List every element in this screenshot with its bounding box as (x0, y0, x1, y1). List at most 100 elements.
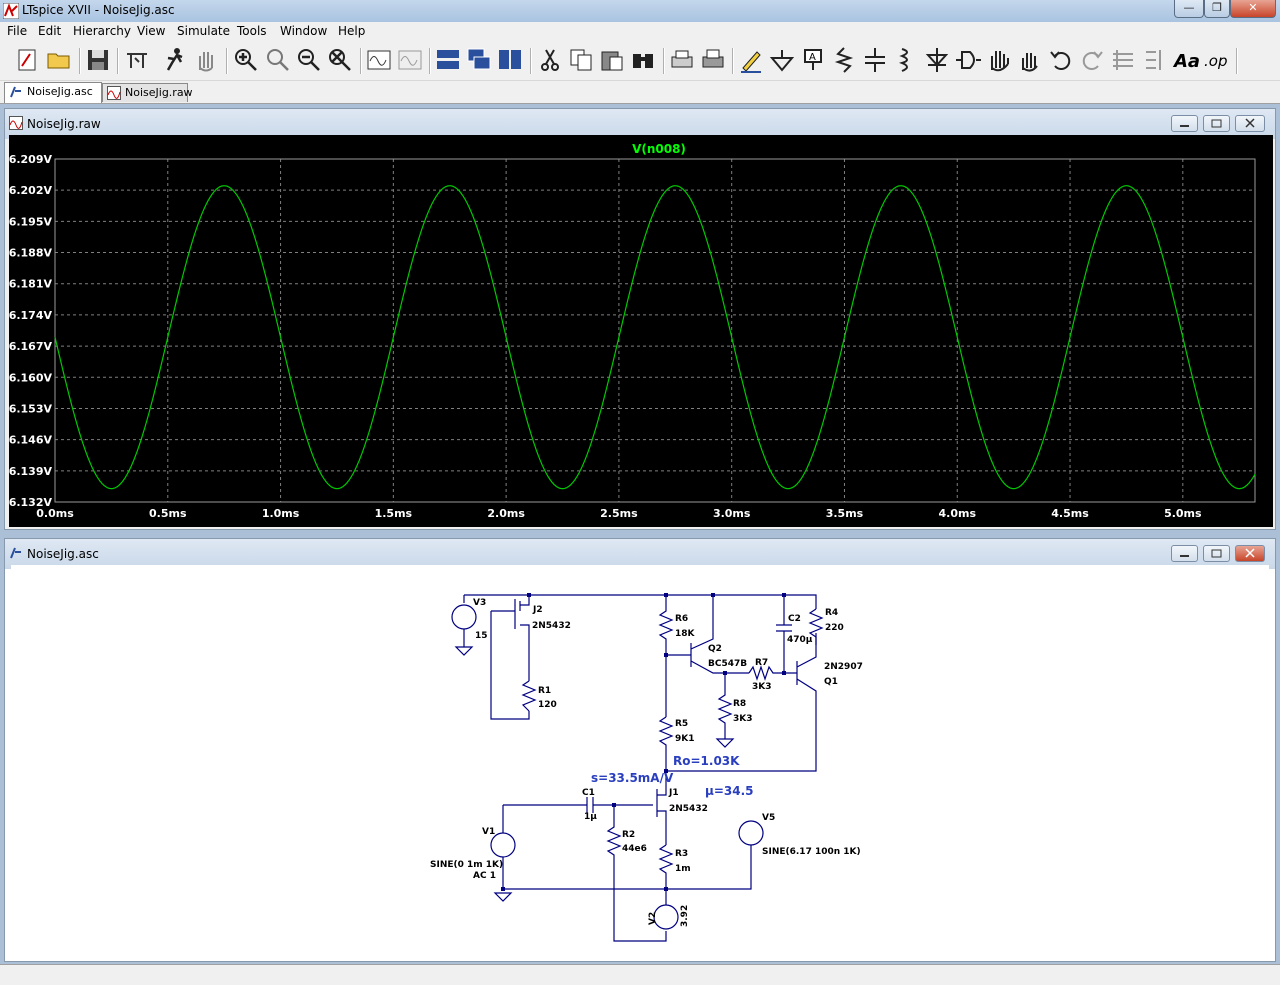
draw-wire-pencil-icon[interactable] (737, 46, 765, 74)
document-tab-bar: NoiseJig.asc NoiseJig.raw (0, 81, 1280, 104)
schematic-minimize-button[interactable] (1171, 545, 1198, 562)
waveform-plot[interactable]: V(n008) 6.209V6.202V6.195V6.188V6.181V6.… (9, 135, 1273, 527)
zoom-cancel-icon[interactable] (326, 46, 354, 74)
c1-capacitor[interactable] (586, 797, 594, 813)
ro-annotation[interactable]: Ro=1.03K (673, 754, 740, 768)
menu-view[interactable]: View (137, 24, 166, 38)
cut-icon[interactable] (536, 46, 564, 74)
j2-label: J2 (532, 605, 543, 615)
y-tick-label: 6.195V (9, 215, 52, 228)
j1-label: J1 (668, 788, 679, 798)
resistor-icon[interactable] (830, 46, 858, 74)
redo-icon[interactable] (1078, 46, 1106, 74)
r5-resistor[interactable] (658, 716, 674, 789)
r5-label: R5 (675, 719, 688, 729)
mu-annotation[interactable]: µ=34.5 (705, 784, 754, 798)
v5-source[interactable] (738, 820, 764, 846)
menu-window[interactable]: Window (280, 24, 328, 38)
v2-label: V2 (648, 912, 658, 925)
zoom-out-icon[interactable] (295, 46, 323, 74)
y-tick-label: 6.188V (9, 247, 52, 260)
zoom-full-icon[interactable] (264, 46, 292, 74)
menu-help[interactable]: Help (338, 24, 366, 38)
r8-value: 3K3 (733, 714, 753, 724)
trace-label-v-n008[interactable]: V(n008) (632, 142, 686, 156)
r6-label: R6 (675, 614, 688, 624)
schematic-window: NoiseJig.asc (4, 538, 1276, 962)
r6-resistor[interactable] (658, 595, 674, 717)
title-bar: LTspice XVII - NoiseJig.asc — ❐ ✕ (0, 0, 1280, 22)
save-icon[interactable] (84, 46, 112, 74)
tab-label: NoiseJig.raw (125, 86, 193, 99)
zoom-in-icon[interactable] (232, 46, 260, 74)
component-icon[interactable] (954, 46, 982, 74)
plot-settings-icon[interactable] (365, 46, 393, 74)
x-tick-label: 4.5ms (1051, 507, 1089, 520)
menu-tools[interactable]: Tools (237, 24, 267, 38)
c2-capacitor[interactable] (776, 595, 792, 673)
mirror-icon[interactable] (1140, 46, 1168, 74)
waveform-close-button[interactable] (1235, 115, 1265, 132)
print-icon[interactable] (699, 46, 727, 74)
r5-value: 9K1 (675, 734, 695, 744)
label-net-icon[interactable]: A (799, 46, 827, 74)
tile-vertical-icon[interactable] (496, 46, 524, 74)
s-annotation[interactable]: s=33.5mA/V (591, 771, 674, 785)
r8-resistor[interactable] (715, 673, 735, 748)
text-icon[interactable]: Aa (1171, 46, 1200, 74)
waveform-minimize-button[interactable] (1171, 115, 1198, 132)
copy-icon[interactable] (567, 46, 595, 74)
waveform-restore-button[interactable] (1203, 115, 1230, 132)
rotate-icon[interactable] (1109, 46, 1137, 74)
tab-label: NoiseJig.asc (27, 85, 93, 98)
inductor-icon[interactable] (892, 46, 920, 74)
y-tick-label: 6.139V (9, 465, 52, 478)
q1-label: Q1 (824, 677, 838, 687)
move-hand-icon[interactable] (985, 46, 1013, 74)
v3-label: V3 (473, 598, 486, 608)
v2-source[interactable] (653, 904, 679, 930)
open-folder-icon[interactable] (45, 46, 73, 74)
r1-resistor[interactable] (521, 680, 537, 712)
maximize-button[interactable]: ❐ (1204, 0, 1230, 18)
waveform-window-titlebar[interactable]: NoiseJig.raw (5, 109, 1275, 139)
find-binoculars-icon[interactable] (629, 46, 657, 74)
menu-simulate[interactable]: Simulate (177, 24, 231, 38)
capacitor-icon[interactable] (861, 46, 889, 74)
menu-file[interactable]: File (7, 24, 28, 38)
r1-label: R1 (538, 686, 551, 696)
drag-hand-icon[interactable] (1016, 46, 1044, 74)
svg-text:A: A (809, 52, 816, 63)
x-tick-label: 3.0ms (713, 507, 751, 520)
ltspice-app-icon[interactable] (3, 3, 19, 19)
r7-resistor[interactable] (748, 665, 797, 681)
control-panel-icon[interactable] (123, 46, 151, 74)
tab-noisejig-asc[interactable]: NoiseJig.asc (4, 82, 102, 103)
undo-icon[interactable] (1047, 46, 1075, 74)
paste-icon[interactable] (598, 46, 626, 74)
ground-icon[interactable] (768, 46, 796, 74)
v1-source[interactable] (490, 832, 516, 858)
spice-directive-icon[interactable]: .op (1202, 46, 1230, 74)
run-icon[interactable] (160, 46, 188, 74)
cascade-windows-icon[interactable] (465, 46, 493, 74)
print-preview-icon[interactable] (668, 46, 696, 74)
menu-edit[interactable]: Edit (38, 24, 62, 38)
r6-value: 18K (675, 629, 696, 639)
new-schematic-icon[interactable] (14, 46, 42, 74)
x-tick-label: 3.5ms (826, 507, 864, 520)
schematic-close-button[interactable] (1235, 545, 1265, 562)
schematic-canvas[interactable]: V3 15 J2 2N5432 R1 120 R6 18K Q2 BC547B … (11, 565, 1269, 955)
halt-hand-icon[interactable] (192, 46, 220, 74)
y-tick-label: 6.167V (9, 340, 52, 353)
tile-horizontal-icon[interactable] (434, 46, 462, 74)
diode-icon[interactable] (923, 46, 951, 74)
minimize-button[interactable]: — (1174, 0, 1204, 18)
plot-settings-2-icon[interactable] (396, 46, 424, 74)
trace-v-n008[interactable] (54, 185, 1256, 490)
tab-noisejig-raw[interactable]: NoiseJig.raw (102, 83, 193, 102)
schematic-window-titlebar[interactable]: NoiseJig.asc (5, 539, 1275, 569)
schematic-restore-button[interactable] (1203, 545, 1230, 562)
close-button[interactable]: ✕ (1230, 0, 1276, 18)
menu-hierarchy[interactable]: Hierarchy (73, 24, 132, 38)
